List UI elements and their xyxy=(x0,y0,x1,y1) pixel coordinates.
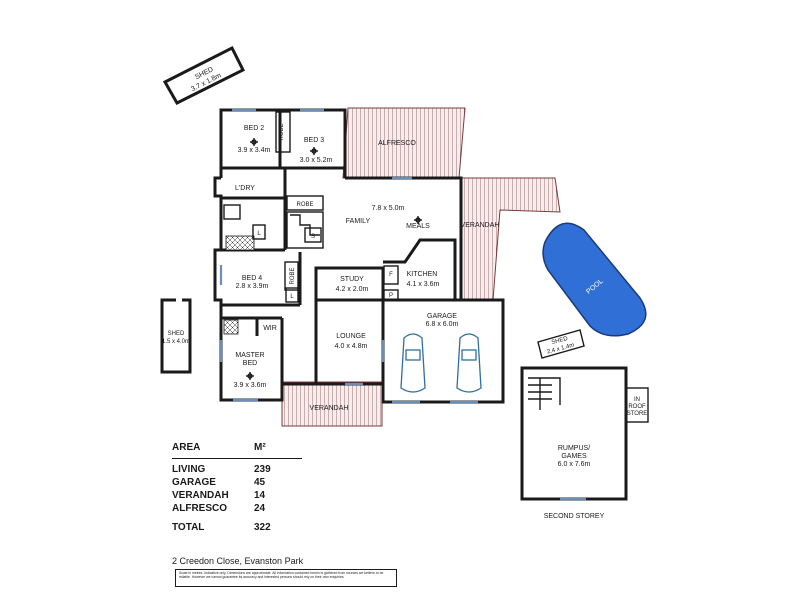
bed4-robe-label: ROBE xyxy=(290,267,296,284)
family-robe-label: ROBE xyxy=(296,202,313,208)
garage-name: GARAGE xyxy=(427,313,457,320)
area-row-label: GARAGE xyxy=(172,477,216,488)
second-storey-label: SECOND STOREY xyxy=(544,513,605,520)
light-fixtures xyxy=(246,138,422,380)
windows xyxy=(219,108,478,404)
verandah-bottom-deck: VERANDAH xyxy=(281,381,383,427)
verandah-right-deck: VERANDAH xyxy=(460,177,561,301)
area-row-verandah: VERANDAH 14 xyxy=(172,489,302,502)
laundry-label: L'DRY xyxy=(235,185,255,192)
study-size: 4.2 x 2.0m xyxy=(336,286,369,293)
area-row-value: 24 xyxy=(254,503,266,514)
verandah-bottom-label: VERANDAH xyxy=(310,405,349,412)
garage-size: 6.8 x 6.0m xyxy=(426,321,459,328)
shed-right-name: SHED xyxy=(551,336,569,346)
shed-right: SHED 2.4 x 1.4m xyxy=(537,329,585,359)
family-name: FAMILY xyxy=(346,218,371,225)
lounge-name: LOUNGE xyxy=(336,333,366,340)
master-bed-line2: BED xyxy=(243,360,257,367)
area-total-value: 322 xyxy=(254,522,271,533)
rumpus-size: 6.0 x 7.6m xyxy=(558,461,591,468)
area-total-label: TOTAL xyxy=(172,522,205,533)
alfresco-label: ALFRESCO xyxy=(378,140,416,147)
area-row-living: LIVING 239 xyxy=(172,463,302,476)
area-row-value: 14 xyxy=(254,490,266,501)
area-header-label: AREA xyxy=(172,442,201,453)
in-roof-store-line2: ROOF xyxy=(628,404,646,410)
meals-name: MEALS xyxy=(406,223,430,230)
house-walls xyxy=(213,108,505,404)
bed4-size: 2.8 x 3.9m xyxy=(236,283,269,290)
bed4-name: BED 4 xyxy=(242,275,262,282)
rumpus-line2: GAMES xyxy=(561,453,587,460)
shed-left: SHED 1.5 x 4.0m xyxy=(160,298,192,374)
disclaimer-box: Scale in metres. Indicative only. Dimens… xyxy=(175,569,397,587)
bed2-name: BED 2 xyxy=(244,125,264,132)
marker-l1: L xyxy=(257,231,261,237)
shed-top: SHED 3.7 x 1.8m xyxy=(162,45,246,105)
shed-left-size: 1.5 x 4.0m xyxy=(162,339,190,345)
shed-left-name: SHED xyxy=(168,331,185,337)
alfresco-deck: ALFRESCO xyxy=(342,107,466,179)
lounge-size: 4.0 x 4.8m xyxy=(335,343,368,350)
master-bed-line1: MASTER xyxy=(235,352,264,359)
marker-s: S xyxy=(311,234,315,240)
area-row-total: TOTAL 322 xyxy=(172,521,302,534)
marker-l2: L xyxy=(290,294,294,300)
marker-p: P xyxy=(389,293,393,299)
area-row-label: LIVING xyxy=(172,464,206,475)
area-row-label: ALFRESCO xyxy=(172,503,227,514)
second-storey: RUMPUS/ GAMES 6.0 x 7.6m IN ROOF STORE S… xyxy=(520,366,649,520)
bed2-robe-label: ROBE xyxy=(279,123,285,140)
bed2-size: 3.9 x 3.4m xyxy=(238,147,271,154)
in-roof-store-line3: STORE xyxy=(627,411,648,417)
area-table-header: AREA M² xyxy=(172,440,302,456)
bed3-name: BED 3 xyxy=(304,137,324,144)
kitchen-name: KITCHEN xyxy=(407,271,438,278)
area-row-value: 239 xyxy=(254,464,271,475)
study-name: STUDY xyxy=(340,276,364,283)
area-row-label: VERANDAH xyxy=(172,490,229,501)
marker-f: F xyxy=(389,272,393,278)
area-table: AREA M² LIVING 239 GARAGE 45 VERANDAH 14… xyxy=(172,440,302,534)
in-roof-store-line1: IN xyxy=(634,397,640,403)
area-header-unit: M² xyxy=(254,442,266,453)
wir-label: WIR xyxy=(263,325,277,332)
area-row-garage: GARAGE 45 xyxy=(172,476,302,489)
kitchen-size: 4.1 x 3.6m xyxy=(407,281,440,288)
rumpus-line1: RUMPUS/ xyxy=(558,445,590,452)
garage-cars xyxy=(400,333,482,393)
area-row-alfresco: ALFRESCO 24 xyxy=(172,502,302,515)
family-size: 7.8 x 5.0m xyxy=(372,205,405,212)
bed3-size: 3.0 x 5.2m xyxy=(300,157,333,164)
area-table-rule xyxy=(172,458,302,459)
pool: POOL xyxy=(542,222,647,337)
verandah-right-label: VERANDAH xyxy=(461,222,500,229)
area-row-value: 45 xyxy=(254,477,266,488)
property-address: 2 Creedon Close, Evanston Park xyxy=(172,556,304,566)
master-bed-size: 3.9 x 3.6m xyxy=(234,382,267,389)
